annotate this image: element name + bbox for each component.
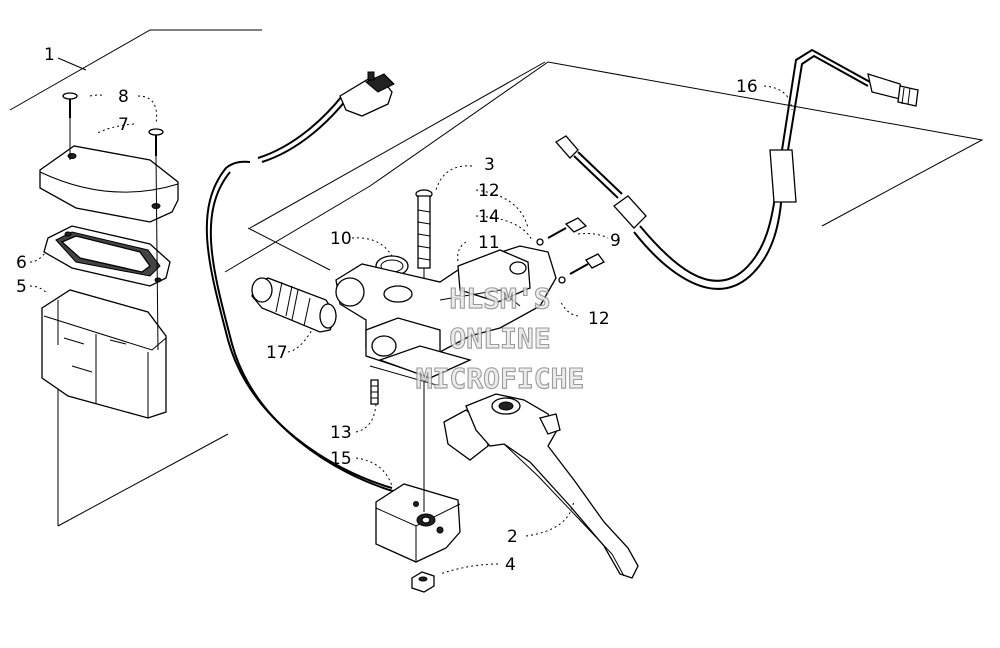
brake-switch: [375, 483, 461, 563]
callout-12-bottom: 12: [588, 309, 610, 329]
callout-3: 3: [484, 155, 495, 175]
reservoir-diaphragm: [43, 225, 171, 287]
watermark: HLSM'S ONLINE MICROFICHE: [415, 281, 585, 395]
callout-9: 9: [610, 231, 621, 251]
callout-labels: 1 2 3 4 5 6 7 8 9 10 11 12 12 13 14 15 1…: [16, 45, 758, 575]
reservoir-body: [41, 289, 167, 419]
callout-11: 11: [478, 233, 500, 253]
master-cylinder-body: [335, 245, 557, 387]
callout-16: 16: [736, 77, 758, 97]
callout-6: 6: [16, 253, 27, 273]
alignment-lines-left: [57, 118, 159, 351]
brake-lever: [443, 393, 639, 579]
callout-4: 4: [505, 555, 516, 575]
clamp-screws: [536, 217, 605, 284]
cap-screws: [62, 92, 164, 156]
callout-7: 7: [118, 115, 129, 135]
brake-hose: [554, 48, 919, 290]
pivot-bolt: [415, 189, 433, 512]
callout-15: 15: [330, 449, 352, 469]
callout-13: 13: [330, 423, 352, 443]
nut: [411, 571, 435, 593]
watermark-line-3: MICROFICHE: [416, 362, 585, 395]
watermark-line-1: HLSM'S: [449, 282, 550, 315]
brake-switch-wire: [205, 71, 397, 493]
reservoir-cap: [39, 145, 179, 223]
callout-10: 10: [330, 229, 352, 249]
callout-12-top: 12: [478, 181, 500, 201]
piston-assembly: [251, 277, 337, 333]
callout-8: 8: [118, 87, 129, 107]
watermark-line-2: ONLINE: [449, 322, 550, 355]
callout-leaders: [29, 57, 793, 575]
callout-14: 14: [478, 207, 500, 227]
callout-1: 1: [44, 45, 55, 65]
callout-2: 2: [507, 527, 518, 547]
callout-17: 17: [266, 343, 288, 363]
callout-5: 5: [16, 277, 27, 297]
set-screw: [370, 379, 379, 405]
